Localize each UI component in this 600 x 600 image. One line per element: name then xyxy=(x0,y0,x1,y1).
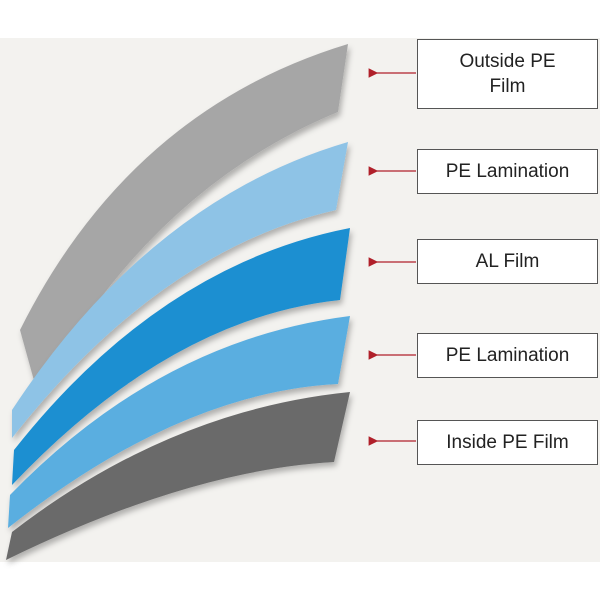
label-pe-lamination-top: PE Lamination xyxy=(417,149,598,194)
layer-pe-lamination-top xyxy=(12,142,348,438)
label-text: PE Lamination xyxy=(445,161,570,182)
label-outside-pe-film: Outside PE Film xyxy=(417,39,598,109)
label-text: Outside PE Film xyxy=(459,51,556,97)
label-text: Inside PE Film xyxy=(446,432,569,453)
layer-outside-pe-film xyxy=(20,44,348,395)
layer-pe-lamination-bottom xyxy=(8,316,350,528)
label-text: PE Lamination xyxy=(445,345,570,366)
layer-inside-pe-film xyxy=(6,392,350,560)
label-text: AL Film xyxy=(475,251,540,272)
label-pe-lamination-bottom: PE Lamination xyxy=(417,333,598,378)
label-al-film: AL Film xyxy=(417,239,598,284)
layer-al-film xyxy=(12,228,350,485)
label-inside-pe-film: Inside PE Film xyxy=(417,420,598,465)
